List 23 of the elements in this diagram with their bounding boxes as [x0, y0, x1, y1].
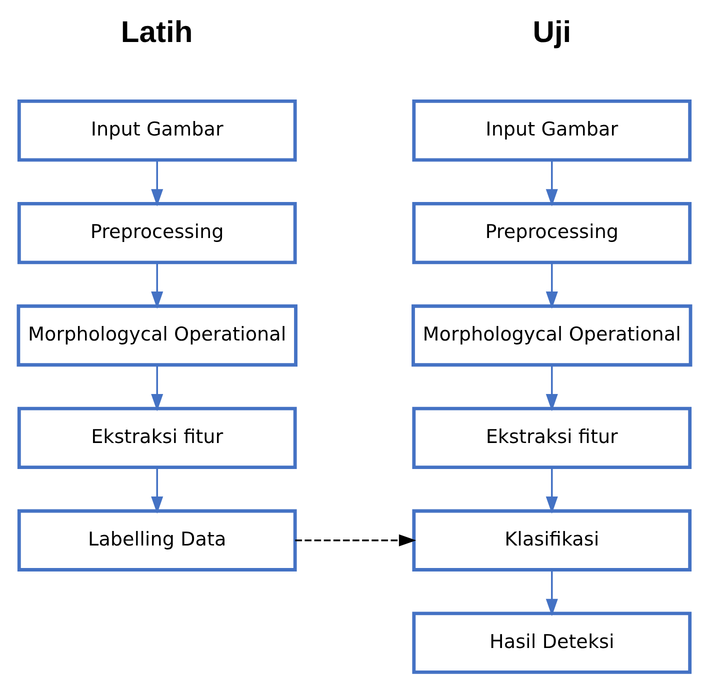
- node-box: Input Gambar: [412, 100, 692, 162]
- node-box: Preprocessing: [17, 202, 297, 264]
- node-box: Input Gambar: [17, 100, 297, 162]
- arrow: [295, 534, 416, 546]
- node-box: Ekstraksi fitur: [412, 406, 692, 470]
- node-box: Ekstraksi fitur: [17, 406, 297, 470]
- node-box: Klasifikasi: [412, 509, 692, 572]
- arrow: [546, 570, 558, 616]
- node-box: Hasil Deteksi: [412, 612, 692, 674]
- arrow: [151, 365, 164, 412]
- node-box: Preprocessing: [412, 202, 692, 264]
- node-box: Morphologycal Operational: [16, 304, 298, 367]
- arrow: [546, 365, 558, 412]
- arrow: [546, 262, 558, 309]
- label: Latih: [120, 16, 193, 49]
- arrow: [546, 468, 558, 514]
- arrow: [151, 160, 164, 206]
- label: Uji: [532, 16, 572, 49]
- arrow: [151, 468, 164, 514]
- arrow: [151, 262, 164, 309]
- node-box: Labelling Data: [17, 509, 297, 572]
- arrow: [546, 160, 558, 206]
- node-box: Morphologycal Operational: [412, 304, 692, 367]
